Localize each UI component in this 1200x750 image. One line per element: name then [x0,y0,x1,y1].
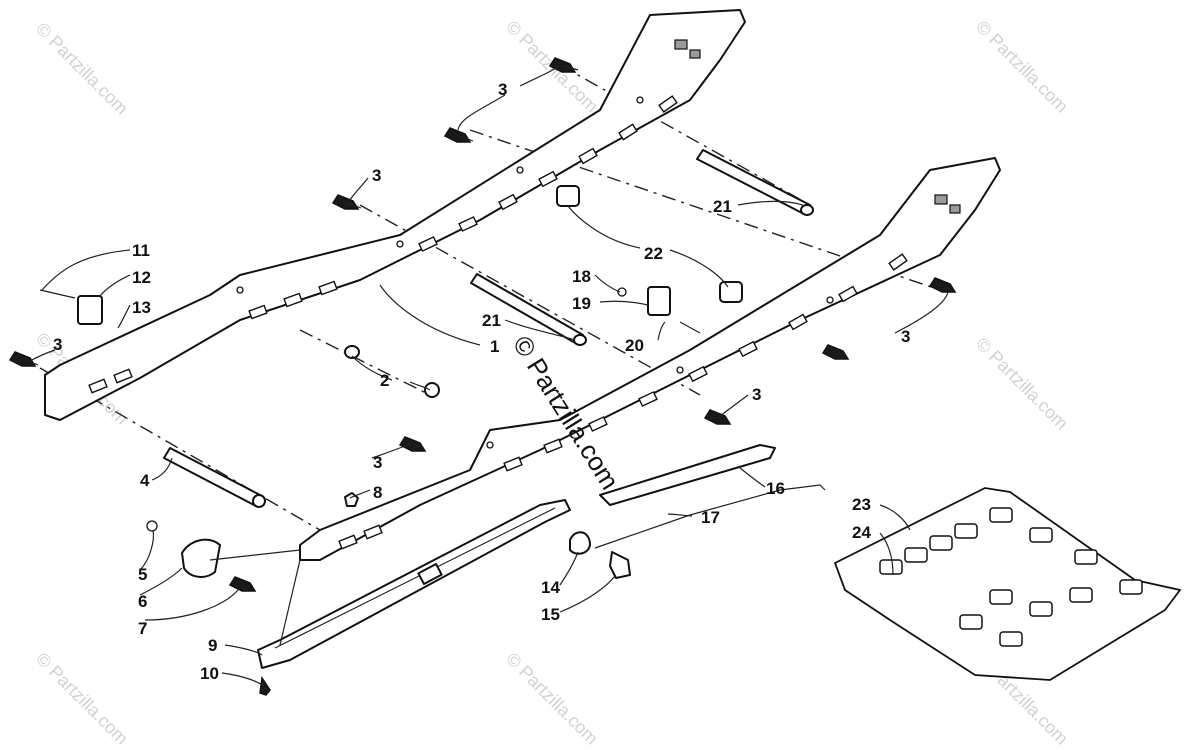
callout-8: 8 [373,483,382,502]
callout-16: 16 [766,479,785,498]
watermark: © Partzilla.com [502,649,602,749]
watermark: © Partzilla.com [32,19,132,119]
callout-5: 5 [138,565,147,584]
callout-2: 2 [380,371,389,390]
watermark: © Partzilla.com [972,17,1072,117]
callout-10: 10 [200,664,219,683]
rail-front [299,157,1001,561]
callout-15: 15 [541,605,560,624]
watermark: © Partzilla.com [972,334,1072,434]
watermark: © Partzilla.com [32,649,132,749]
callout-labels: 3 3 3 3 3 3 3 21 22 21 11 12 13 18 19 20… [53,80,910,683]
callout-14: 14 [541,578,560,597]
callout-6: 6 [138,592,147,611]
callout-13: 13 [132,298,151,317]
callout-9: 9 [208,636,217,655]
shafts [163,149,814,508]
callout-24: 24 [852,523,871,542]
callout-21b: 21 [482,311,501,330]
callout-20: 20 [625,336,644,355]
callout-3f: 3 [373,453,382,472]
callout-3c: 3 [53,335,62,354]
callout-23: 23 [852,495,871,514]
leaders [27,65,949,686]
callout-17: 17 [701,508,720,527]
callout-3d: 3 [901,327,910,346]
callout-21a: 21 [713,197,732,216]
callout-12: 12 [132,268,151,287]
bolts [8,57,957,696]
callout-18: 18 [572,267,591,286]
slide-rail [257,499,571,669]
callout-1: 1 [490,337,499,356]
small-parts [77,185,826,579]
callout-11: 11 [132,241,150,260]
track [833,487,1182,681]
rail-rear [44,9,746,421]
callout-19: 19 [572,294,591,313]
callout-22: 22 [644,244,663,263]
callout-7: 7 [138,619,147,638]
callout-3e: 3 [752,385,761,404]
callout-3b: 3 [372,166,381,185]
callout-3a: 3 [498,80,507,99]
callout-4: 4 [140,471,150,490]
